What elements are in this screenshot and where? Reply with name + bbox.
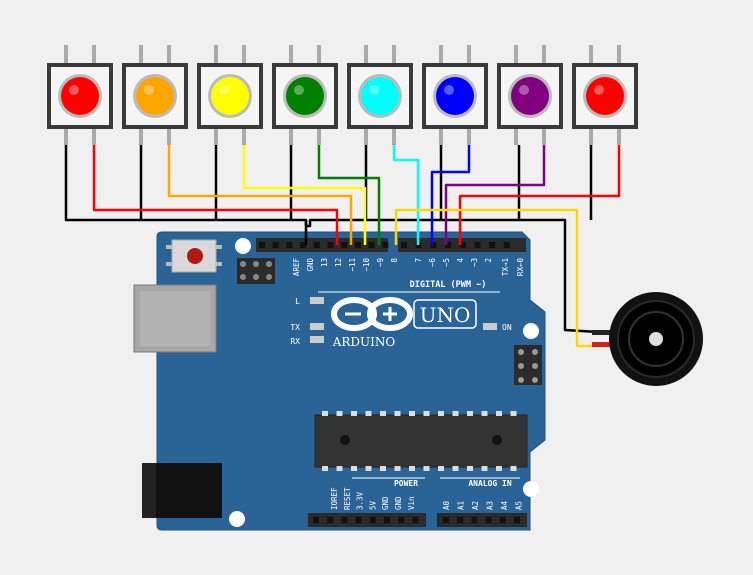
push-button[interactable] [572,45,638,145]
led-l-label: L [295,297,300,306]
wire [430,145,471,245]
digital-pwm-label: DIGITAL (PWM ~) [410,280,487,290]
push-button[interactable] [272,45,338,145]
led-on-label: ON [502,323,512,332]
led-rx-label: RX [290,337,300,346]
wire [64,145,308,245]
led-tx-label: TX [290,323,300,332]
analog-pin-label: A5 [515,501,524,510]
wire [317,145,381,245]
analog-pin-label: A1 [457,501,466,510]
push-button[interactable] [122,45,188,145]
arduino-logo-icon [331,297,413,331]
wire [392,145,420,245]
power-label: POWER [394,479,418,488]
digital-pin-label: TX→1 [501,258,510,276]
push-button[interactable] [497,45,563,145]
wire [519,218,599,334]
digital-pin-label: ~10 [362,258,371,272]
digital-pin-label: 4 [456,258,465,263]
wire [458,145,621,245]
digital-pin-label: ~5 [442,258,451,267]
uno-label: UNO [420,303,471,327]
power-pin-label: RESET [343,487,352,510]
digital-pin-label: 8 [390,258,399,263]
button-cap[interactable] [211,77,249,115]
wire [242,145,367,245]
button-cap[interactable] [286,77,324,115]
push-button[interactable] [47,45,113,145]
wire [444,145,546,245]
analog-in-label: ANALOG IN [468,479,512,488]
button-cap[interactable] [61,77,99,115]
digital-pin-label: ~6 [428,258,437,268]
button-cap[interactable] [361,77,399,115]
digital-pin-label: 12 [334,258,343,267]
digital-pin-label: RX←0 [516,258,525,277]
microcontroller-chip [314,414,528,468]
analog-pin-label: A0 [442,500,451,510]
wire [92,145,339,245]
button-cap[interactable] [511,77,549,115]
digital-pin-label: ~11 [348,258,357,272]
digital-pin-label: ~3 [470,258,479,267]
push-button[interactable] [422,45,488,145]
push-button[interactable] [347,45,413,145]
push-button[interactable] [197,45,263,145]
analog-pin-label: A4 [500,500,509,510]
button-cap[interactable] [436,77,474,115]
digital-pin-label: ~9 [376,258,385,267]
digital-pin-labels: AREF GND 13 12 ~11 ~10 ~9 8 7 ~6 ~5 4 ~3 2 TX→1 RX←0 [292,258,525,277]
arduino-board: AREF GND 13 12 ~11 ~10 ~9 8 7 ~6 ~5 4 ~3 2 TX→1 RX←0 DI… [133,231,546,531]
buzzer-icon[interactable] [592,292,703,386]
wire [304,145,521,228]
button-cap[interactable] [136,77,174,115]
reset-button[interactable] [187,248,203,264]
wires [64,145,621,348]
wire [167,145,353,245]
power-pin-label: 3.3V [356,491,365,510]
power-pin-label: GND [394,496,403,510]
wire [394,208,598,348]
power-pin-label: GND [381,496,390,510]
digital-pin-label: 2 [484,258,493,263]
digital-pin-label: 7 [414,258,423,263]
power-pin-label: Vin [407,496,416,510]
analog-pin-labels: A0 A1 A2 A3 A4 A5 [442,500,524,510]
analog-pin-label: A2 [471,501,480,510]
arduino-wordmark: ARDUINO [332,335,396,349]
power-pin-label: 5V [368,500,377,510]
digital-pin-label: AREF [292,258,301,277]
digital-pin-label: GND [306,258,315,272]
analog-pin-label: A3 [486,501,495,510]
button-cap[interactable] [586,77,624,115]
digital-pin-label: 13 [320,258,329,267]
power-pin-label: IOREF [330,487,339,510]
